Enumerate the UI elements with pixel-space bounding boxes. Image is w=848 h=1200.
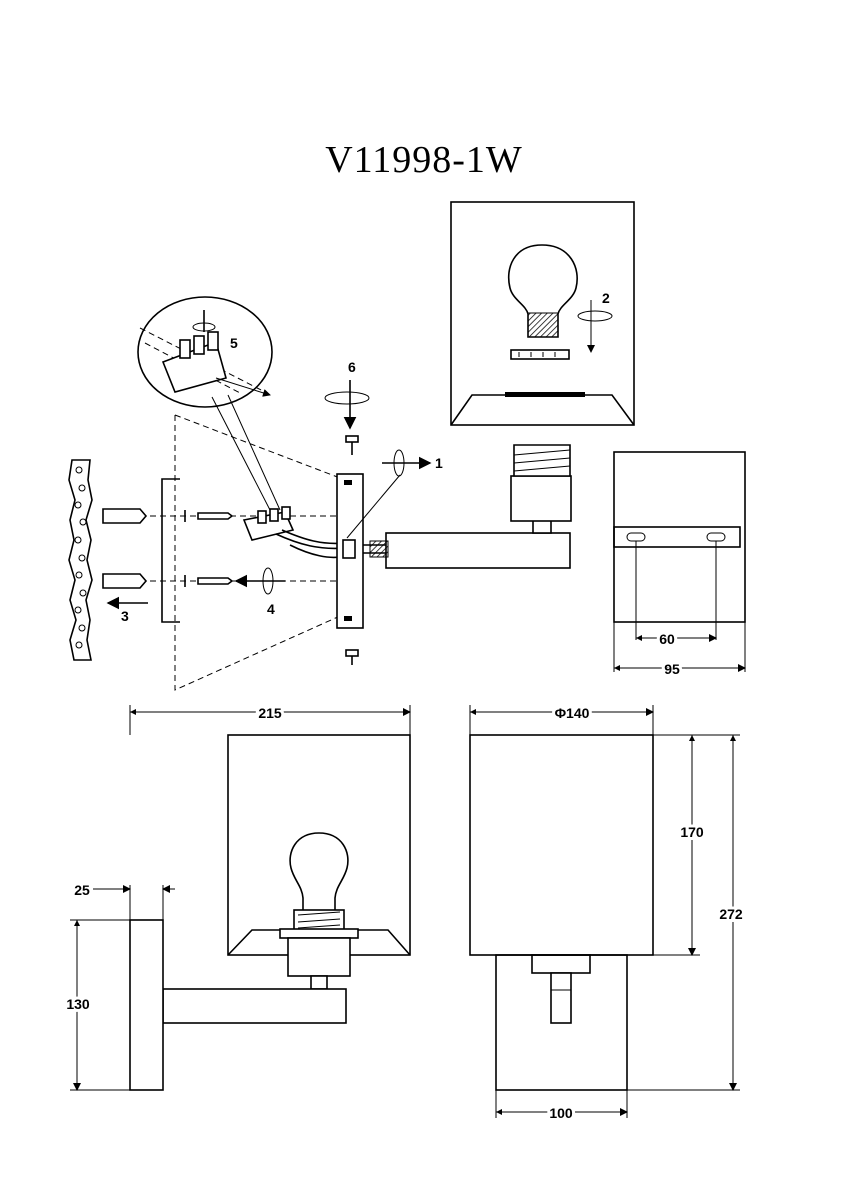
step-2-label: 2 [602, 290, 610, 306]
wall-mount-view: 3 4 6 1 [68, 296, 572, 691]
front-view: Φ140 170 272 100 [469, 702, 746, 1124]
wall-surface [68, 459, 93, 661]
rotate-icon [577, 310, 613, 322]
bottom-screw [345, 649, 359, 657]
dim-100: 100 [549, 1105, 573, 1121]
slot-hole-right [706, 532, 726, 542]
shade-bottom [450, 394, 635, 426]
slot-hole-left [626, 532, 646, 542]
rotate-icon-6 [324, 391, 370, 405]
wall-plate-view: 60 95 [613, 451, 746, 680]
dim-170: 170 [680, 824, 704, 840]
dim-25: 25 [74, 882, 90, 898]
step-6-label: 6 [348, 359, 356, 375]
wall-plate-front [495, 954, 628, 1091]
step-3-label: 3 [121, 608, 129, 624]
lamp-socket [510, 475, 572, 522]
model-title: V11998-1W [325, 139, 523, 181]
dim-215: 215 [258, 705, 282, 721]
socket-icon [510, 349, 570, 360]
screw-bottom [197, 577, 234, 585]
arm-side [162, 988, 347, 1024]
lamp-arm [385, 532, 571, 569]
shade-frame [450, 201, 635, 426]
wall-anchor-top [102, 508, 148, 524]
shade-front [469, 734, 654, 956]
bulb-side-icon [289, 832, 349, 913]
dim-272: 272 [719, 906, 743, 922]
wall-plate-side [129, 919, 164, 1091]
top-screw [345, 435, 359, 443]
mounting-bracket [613, 526, 741, 548]
side-view: 215 25 130 [63, 702, 411, 1091]
socket-side [287, 937, 351, 977]
step-1-label: 1 [435, 455, 443, 471]
dim-95: 95 [664, 661, 680, 677]
bulb-install-view: 2 [450, 201, 635, 426]
step-4-label: 4 [267, 601, 275, 617]
arm-front [550, 972, 572, 1024]
step-5-label: 5 [230, 335, 238, 351]
mount-bracket [161, 478, 180, 623]
dim-130: 130 [66, 996, 90, 1012]
screw-top [197, 512, 234, 520]
shade-rim [505, 392, 585, 397]
dim-60: 60 [659, 631, 675, 647]
wall-anchor-bottom [102, 573, 148, 589]
dim-phi-140: Φ140 [555, 705, 590, 721]
